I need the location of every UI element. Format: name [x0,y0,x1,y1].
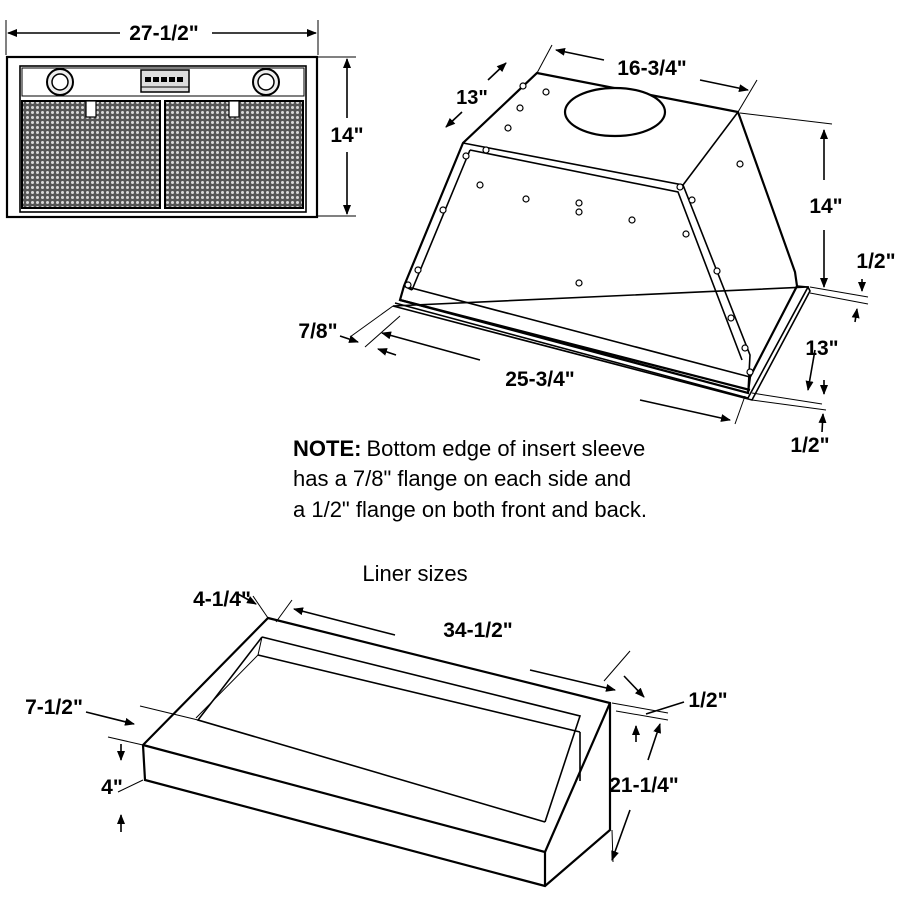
sleeve-height-label: 14" [809,195,842,218]
liner-back-flange-label: 1/2" [688,689,727,712]
note-line-1-text: Bottom edge of insert sleeve [366,436,645,461]
liner-front-offset-label: 7-1/2" [25,696,83,719]
duct-opening-icon [563,86,667,138]
sleeve-top-width-label: 16-3/4" [617,57,687,80]
sleeve-back-flange-label: 1/2" [856,250,895,273]
liner-caption: Liner sizes [362,561,467,586]
liner-width-label: 34-1/2" [443,619,513,642]
sleeve-bottom-depth-label: 13" [805,337,838,360]
right-filter-handle [228,100,240,118]
note-line-3: a 1/2" flange on both front and back. [293,497,647,522]
liner-side-offset-label: 4-1/4" [193,588,251,611]
hood-front-outline [5,55,319,219]
note-heading: NOTE: [293,436,361,461]
hood-front-inner-frame [19,65,307,213]
sleeve-front-flange-label: 1/2" [790,434,829,457]
liner-height-label: 4" [101,776,123,799]
sleeve-bottom-width-label: 25-3/4" [505,368,575,391]
liner: Liner sizes 4-1/4" 34-1/2" 1/2" 21-1/4" [25,561,728,888]
front-view: 27-1/2" 14" [5,20,364,219]
liner-depth-label: 21-1/4" [609,774,679,797]
note-line-2: has a 7/8" flange on each side and [293,466,631,491]
front-height-label: 14" [330,124,363,147]
sleeve-side-flange-label: 7/8" [298,320,337,343]
mounting-screws [404,82,754,376]
flange-note: NOTE:Bottom edge of insert sleeve has a … [293,436,647,522]
left-filter-handle [85,100,97,118]
note-line-1: NOTE:Bottom edge of insert sleeve [293,436,645,461]
sleeve-top-depth-label: 13" [456,87,488,109]
front-width-label: 27-1/2" [129,22,199,45]
insert-sleeve: 16-3/4" 13" 14" 1/2" 13" 1/2" 7/8" [298,44,896,457]
